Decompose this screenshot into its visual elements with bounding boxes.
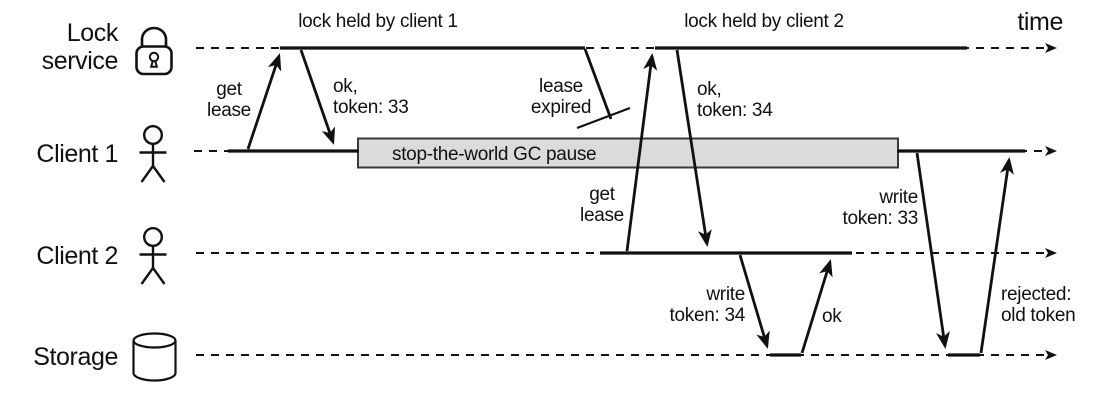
person-icon — [139, 125, 167, 183]
arrow-lease-expired — [583, 48, 613, 120]
arrow-get-lease-client-2 — [625, 53, 658, 252]
label-get-lease-client-1: get lease — [207, 79, 251, 121]
arrow-write-token-34 — [738, 254, 770, 349]
label-lease-expired: lease expired — [530, 76, 592, 118]
message-lost-cross-icon — [576, 106, 631, 130]
database-icon — [132, 332, 177, 382]
gc-pause-box — [357, 137, 899, 169]
person-icon — [139, 227, 167, 285]
label-gc-pause: stop-the-world GC pause — [392, 144, 597, 165]
lane-label-client-1: Client 1 — [36, 140, 118, 168]
time-axis-label: time — [1017, 8, 1063, 36]
label-ok-write-34: ok — [822, 306, 842, 327]
label-lock-held-by-client-1: lock held by client 1 — [298, 11, 458, 32]
label-lock-held-by-client-2: lock held by client 2 — [684, 11, 844, 32]
arrow-ok-token-33 — [299, 49, 336, 145]
padlock-icon — [135, 26, 173, 76]
label-ok-token-33: ok, token: 33 — [333, 76, 409, 118]
lane-label-lock-service: Lock service — [41, 19, 119, 75]
lane-label-client-2: Client 2 — [36, 242, 118, 270]
arrow-get-lease-client-1 — [246, 53, 282, 150]
lane-label-storage: Storage — [33, 343, 118, 371]
label-write-token-34: write token: 34 — [669, 284, 746, 326]
label-write-token-33: write token: 33 — [842, 187, 919, 229]
arrow-ok-write-34 — [800, 259, 833, 354]
label-rejected-old-token: rejected: old token — [1001, 284, 1076, 326]
arrow-rejected-old-token — [979, 157, 1014, 354]
label-ok-token-34: ok, token: 34 — [697, 79, 773, 121]
arrow-write-token-33 — [915, 152, 950, 349]
arrow-ok-token-34 — [675, 49, 712, 247]
label-get-lease-client-2: get lease — [580, 184, 624, 226]
